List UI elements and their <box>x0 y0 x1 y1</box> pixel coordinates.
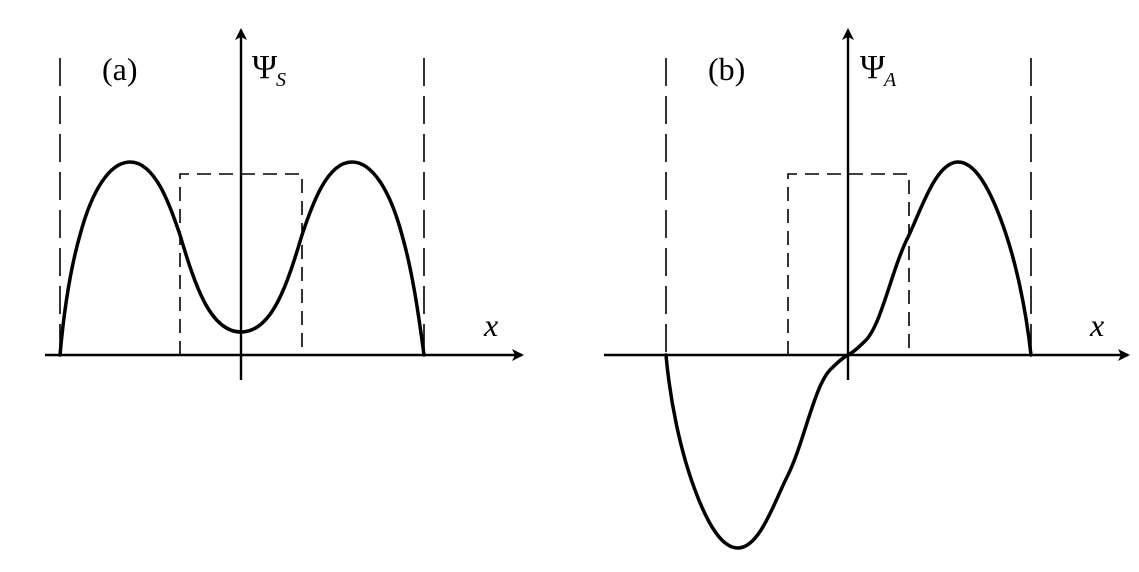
panel-a-x-axis-label: x <box>483 307 498 343</box>
panel-b-label: (b) <box>708 51 745 87</box>
panel-b-psi-subscript: A <box>882 69 897 91</box>
panel-b-barrier <box>787 173 910 355</box>
panel-b: (b) Ψ A x <box>604 28 1130 550</box>
panel-a-psi-subscript: S <box>276 69 286 91</box>
panel-b-antisymmetric-wavefunction <box>664 160 1033 550</box>
panel-a-psi-label: Ψ <box>252 49 277 86</box>
panel-b-x-axis-label: x <box>1089 307 1104 343</box>
panel-a-label: (a) <box>102 51 138 87</box>
panel-a: (a) Ψ S x <box>45 28 524 380</box>
panel-b-psi-label: Ψ <box>860 49 885 86</box>
panel-a-symmetric-wavefunction <box>58 160 426 357</box>
